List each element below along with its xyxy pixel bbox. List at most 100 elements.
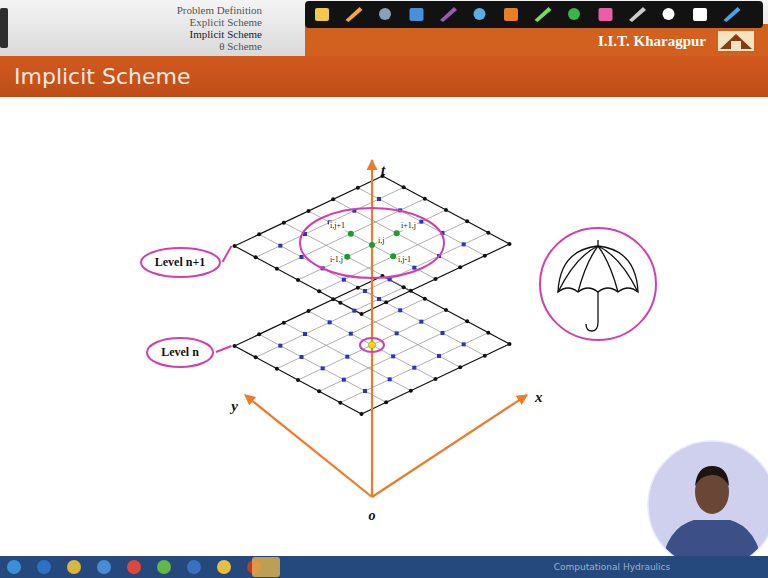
- coordinate-axes: [245, 160, 527, 497]
- toolbar-icon: [440, 7, 457, 22]
- stencil-node: [390, 253, 396, 259]
- boundary-node: [296, 378, 300, 382]
- axis-line: [371, 160, 373, 497]
- boundary-node: [356, 286, 360, 290]
- boundary-node: [233, 244, 237, 248]
- interior-node: [321, 366, 325, 370]
- boundary-node: [282, 321, 286, 325]
- origin-label: o: [369, 508, 376, 524]
- boundary-node: [307, 209, 311, 213]
- grid-line: [277, 299, 425, 369]
- header-band: [0, 0, 768, 56]
- toolbar-icon: [724, 7, 741, 22]
- toolbar-icon: [410, 8, 424, 21]
- presenter-video: [640, 430, 768, 575]
- boundary-node: [356, 186, 360, 190]
- boundary-node: [508, 242, 512, 246]
- axis-label: x: [535, 389, 543, 406]
- boundary-node: [465, 219, 469, 223]
- interior-node: [278, 244, 282, 248]
- level-oval: Level n: [146, 337, 214, 368]
- grid-dots: [233, 174, 512, 416]
- boundary-node: [486, 331, 490, 335]
- boundary-node: [483, 254, 487, 258]
- umbrella-sketch: [558, 240, 638, 331]
- oval-outline: [141, 248, 220, 277]
- boundary-node: [338, 301, 342, 305]
- node-index: i-1,j: [329, 255, 344, 264]
- toolbar-icon: [535, 7, 552, 22]
- toolbar-icon: [474, 8, 486, 20]
- toolbar-icon: [663, 8, 675, 20]
- boundary-node: [331, 297, 335, 301]
- boundary-node: [233, 344, 237, 348]
- node-index: i,j+1: [329, 221, 346, 230]
- axis-line: [372, 395, 527, 497]
- toolbar-icon: [504, 8, 518, 21]
- boundary-node: [317, 289, 321, 293]
- level-oval: Level n+1: [140, 247, 221, 278]
- boundary-node: [434, 277, 438, 281]
- boundary-node: [275, 267, 279, 271]
- umbrella-handle: [586, 292, 598, 331]
- toolbar-icon: [346, 7, 363, 22]
- boundary-node: [254, 355, 258, 359]
- taskbar-icon: [127, 560, 141, 574]
- boundary-node: [254, 255, 258, 259]
- oval-outline: [147, 338, 213, 367]
- boundary-node: [465, 319, 469, 323]
- leader-line: [223, 246, 232, 262]
- interior-node: [462, 342, 466, 346]
- grid-line: [235, 176, 383, 246]
- nav-item: Problem Definition: [177, 4, 262, 17]
- boundary-node: [434, 377, 438, 381]
- interior-node: [363, 389, 367, 393]
- interior-node: [349, 332, 353, 336]
- institute-logo: [718, 31, 754, 51]
- interior-node: [412, 266, 416, 270]
- boundary-node: [307, 309, 311, 313]
- grid-line: [256, 287, 404, 357]
- umbrella-rib: [598, 246, 618, 292]
- grid-line: [256, 187, 404, 257]
- node-index: i,j-1: [397, 255, 412, 264]
- interior-node: [303, 332, 307, 336]
- boundary-node: [458, 265, 462, 269]
- interior-node: [419, 320, 423, 324]
- stencil-circle: [300, 208, 444, 278]
- taskbar-active: [252, 557, 280, 577]
- level-label: Level n: [146, 345, 214, 359]
- grid-line: [284, 323, 411, 391]
- stencil-node: [369, 242, 375, 248]
- grid-line: [235, 276, 383, 346]
- axis-label: t: [381, 162, 385, 179]
- boundary-node: [409, 289, 413, 293]
- interior-node: [363, 289, 367, 293]
- interior-node: [377, 197, 381, 201]
- boundary-node: [384, 300, 388, 304]
- node-index: i,j: [377, 236, 385, 245]
- boundary-node: [257, 332, 261, 336]
- umbrella-canopy: [558, 246, 638, 292]
- presenter-hair: [695, 466, 729, 486]
- boundary-node: [508, 342, 512, 346]
- boundary-node: [402, 185, 406, 189]
- video-frame: [648, 441, 768, 569]
- boundary-node: [423, 197, 427, 201]
- interior-node: [345, 355, 349, 359]
- boundary-node: [360, 412, 364, 416]
- boundary-node: [338, 401, 342, 405]
- taskbar-icon: [157, 560, 171, 574]
- boundary-node: [409, 389, 413, 393]
- boundary-node: [296, 278, 300, 282]
- boundary-node: [402, 285, 406, 289]
- toolbar-icon: [315, 8, 329, 21]
- taskbar-icon: [7, 560, 21, 574]
- boundary-node: [483, 354, 487, 358]
- interior-node: [300, 355, 304, 359]
- nav-item-current: Implicit Scheme: [190, 28, 262, 41]
- toolbar-icon: [629, 7, 646, 22]
- umbrella-rib: [578, 246, 598, 292]
- interior-node: [342, 278, 346, 282]
- stencil-node: [348, 231, 354, 237]
